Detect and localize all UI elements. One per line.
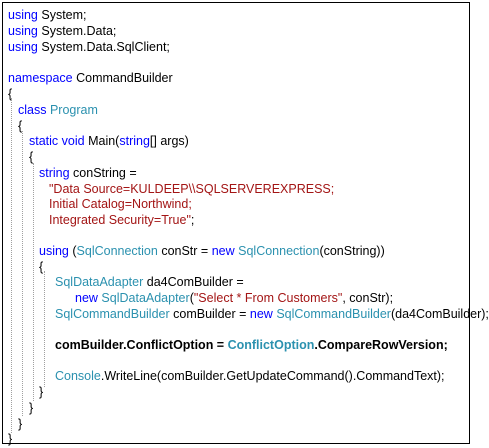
code-token: System.Data.SqlClient;	[37, 40, 170, 54]
code-token: }	[8, 432, 13, 446]
code-token: da4ComBuilder =	[143, 275, 244, 289]
code-token: (	[68, 244, 77, 258]
indent-guide	[11, 98, 12, 433]
code-token: CommandBuilder	[72, 71, 173, 85]
indent-guide	[33, 163, 34, 401]
code-token: Integrated Security=True"	[49, 213, 191, 227]
code-token: new	[75, 291, 98, 305]
code-line: namespace CommandBuilder	[8, 70, 173, 86]
code-token: System.Data;	[37, 24, 117, 38]
code-token: }	[39, 385, 44, 399]
code-line: new SqlDataAdapter("Select * From Custom…	[75, 290, 393, 306]
code-line: using System;	[8, 7, 87, 23]
code-token: class	[18, 103, 47, 117]
code-token: {	[39, 260, 44, 274]
code-line: {	[29, 149, 33, 165]
code-token: comBuilder =	[169, 307, 250, 321]
code-token: new	[211, 244, 235, 258]
code-token: (da4ComBuilder);	[390, 307, 489, 321]
indent-guide	[44, 271, 45, 387]
code-line: class Program	[18, 102, 98, 118]
code-token: comBuilder.ConflictOption =	[55, 338, 228, 352]
code-token: System;	[37, 8, 87, 22]
code-token: static	[29, 134, 59, 148]
code-editor: using System;using System.Data;using Sys…	[3, 3, 489, 446]
code-token: (conString))	[319, 244, 385, 258]
code-token: void	[61, 134, 85, 148]
code-token: "Select * From Customers"	[193, 291, 343, 305]
code-token: }	[18, 417, 23, 431]
code-token: SqlConnection	[238, 244, 320, 258]
code-token: SqlCommandBuilder	[276, 307, 391, 321]
code-line: {	[39, 259, 43, 275]
code-line: SqlCommandBuilder comBuilder = new SqlCo…	[55, 306, 489, 322]
code-token: Program	[49, 103, 98, 117]
code-token: .WriteLine(comBuilder.GetUpdateCommand()…	[100, 369, 445, 383]
code-token: {	[18, 119, 23, 133]
code-token: Initial Catalog=Northwind;	[49, 197, 192, 211]
code-token: using	[8, 40, 38, 54]
code-token: [] args)	[149, 134, 189, 148]
code-line: Integrated Security=True";	[49, 212, 194, 228]
code-token: string	[119, 134, 150, 148]
code-line: static void Main(string[] args)	[29, 133, 189, 149]
code-token: conStr =	[157, 244, 212, 258]
code-token: SqlDataAdapter	[55, 275, 144, 289]
code-token: new	[249, 307, 273, 321]
code-line: }	[8, 431, 12, 447]
code-line: using (SqlConnection conStr = new SqlCon…	[39, 243, 385, 259]
code-line: Console.WriteLine(comBuilder.GetUpdateCo…	[55, 368, 445, 384]
code-token: SqlCommandBuilder	[55, 307, 170, 321]
code-token: , conStr);	[342, 291, 394, 305]
code-line: {	[18, 118, 22, 134]
code-line: }	[29, 400, 33, 416]
code-token: ConflictOption	[227, 338, 315, 352]
code-token: "Data Source=KULDEEP\\SQLSERVEREXPRESS;	[49, 182, 335, 196]
code-token: {	[8, 87, 13, 101]
code-token: SqlConnection	[76, 244, 158, 258]
code-line: comBuilder.ConflictOption = ConflictOpti…	[55, 337, 448, 353]
code-line: string conString =	[39, 165, 137, 181]
code-token: }	[29, 401, 34, 415]
code-line: SqlDataAdapter da4ComBuilder =	[55, 274, 244, 290]
code-token: conString =	[69, 166, 137, 180]
code-token: .CompareRowVersion;	[314, 338, 448, 352]
code-token: namespace	[8, 71, 73, 85]
code-token: {	[29, 150, 34, 164]
code-token: using	[8, 24, 38, 38]
indent-guide	[22, 131, 23, 416]
code-token: Console	[55, 369, 101, 383]
code-token: using	[8, 8, 38, 22]
code-line: Initial Catalog=Northwind;	[49, 196, 192, 212]
code-line: }	[18, 416, 22, 432]
code-token: (	[189, 291, 194, 305]
code-token: SqlDataAdapter	[101, 291, 190, 305]
code-token: ;	[190, 213, 195, 227]
code-line: "Data Source=KULDEEP\\SQLSERVEREXPRESS;	[49, 181, 334, 197]
code-token: using	[39, 244, 69, 258]
code-line: using System.Data.SqlClient;	[8, 39, 170, 55]
code-line: }	[39, 384, 43, 400]
code-line: {	[8, 86, 12, 102]
code-line: using System.Data;	[8, 23, 116, 39]
code-token: string	[39, 166, 70, 180]
code-token: Main(	[84, 134, 120, 148]
